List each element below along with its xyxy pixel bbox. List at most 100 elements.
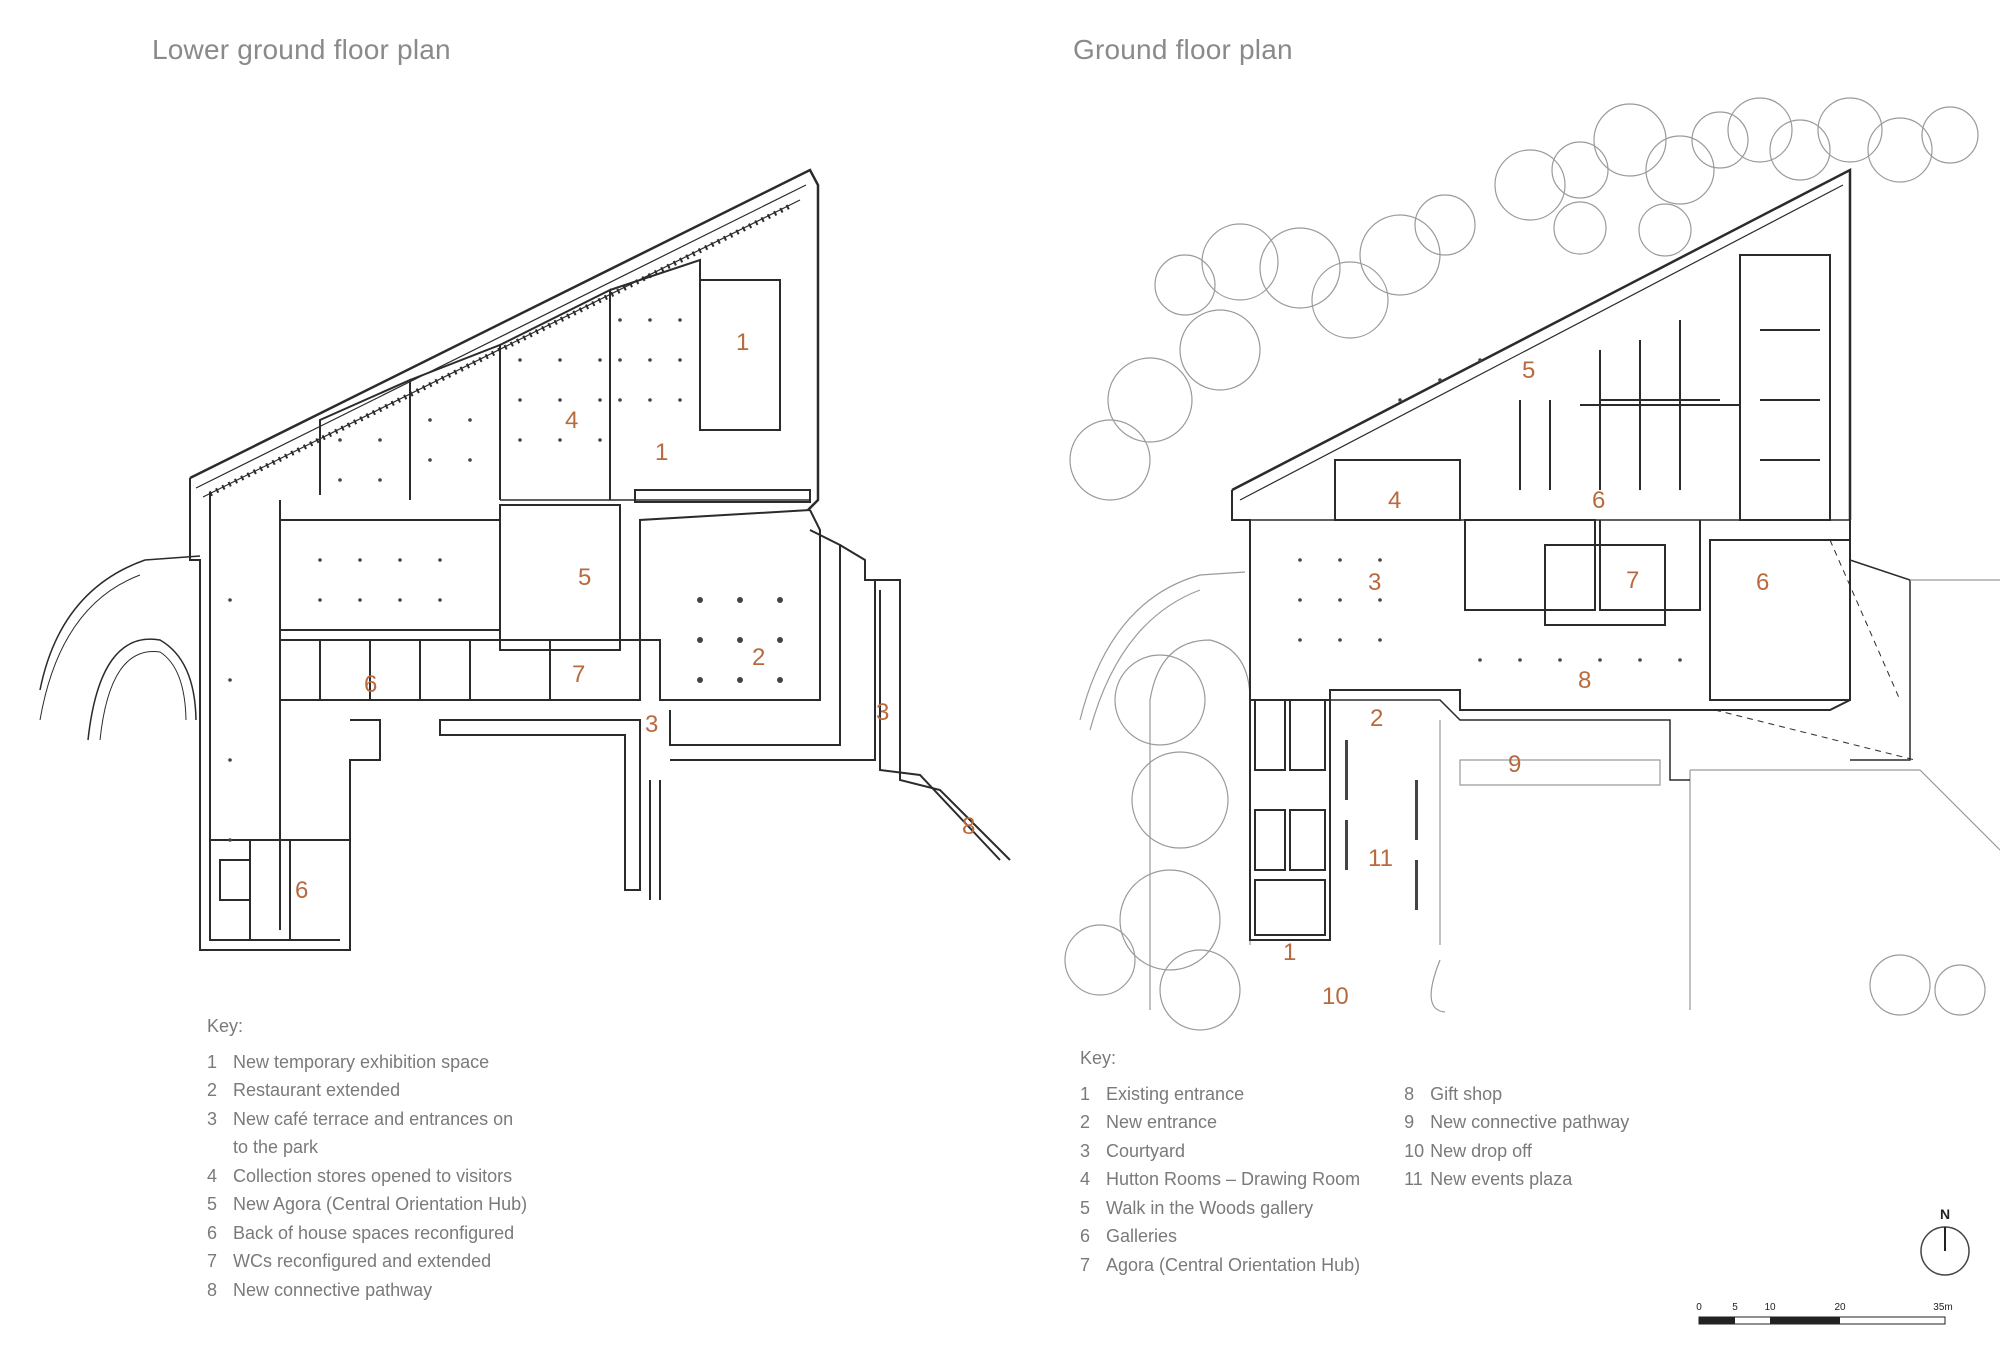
ground-plan-building bbox=[1231, 167, 2000, 945]
key-item-text: Agora (Central Orientation Hub) bbox=[1106, 1254, 1361, 1275]
lower-plan-key: Key: 1 New temporary exhibition space 2 Res… bbox=[207, 1012, 527, 1304]
key-item: 5 Walk in the Woods gallery bbox=[1080, 1194, 1360, 1223]
ground-label: 7 bbox=[1626, 567, 1639, 594]
scale-tick: 10 bbox=[1764, 1302, 1776, 1313]
key-item: 7 WCs reconfigured and extended bbox=[207, 1247, 527, 1276]
north-label: N bbox=[1940, 1206, 1950, 1222]
key-item-text: New Agora (Central Orientation Hub) bbox=[233, 1194, 528, 1214]
ground-label: 5 bbox=[1522, 357, 1535, 384]
key-item-text: Back of house spaces reconfigured bbox=[233, 1222, 515, 1243]
lower-ground-plan bbox=[39, 168, 1011, 951]
key-item: to the park bbox=[207, 1133, 527, 1162]
ground-label: 3 bbox=[1368, 569, 1381, 596]
lower-label: 1 bbox=[655, 439, 668, 466]
key-item-number: 7 bbox=[1080, 1254, 1091, 1275]
key-item-number: 3 bbox=[1080, 1140, 1091, 1161]
lower-label: 3 bbox=[876, 699, 889, 726]
key-title: Key: bbox=[207, 1016, 244, 1036]
key-item-number: 2 bbox=[207, 1080, 218, 1100]
key-item-number: 6 bbox=[1080, 1226, 1091, 1246]
lower-label: 5 bbox=[578, 564, 591, 591]
key-item-number: 2 bbox=[1080, 1112, 1091, 1132]
key-item-number bbox=[207, 1133, 233, 1162]
key-item: 1 New temporary exhibition space bbox=[207, 1048, 527, 1077]
key-item: 7 Agora (Central Orientation Hub) bbox=[1080, 1251, 1360, 1280]
key-item: 8 New connective pathway bbox=[207, 1276, 527, 1305]
scale-tick: 20 bbox=[1834, 1302, 1846, 1313]
key-item-text: Existing entrance bbox=[1106, 1083, 1245, 1104]
ground-label: 4 bbox=[1388, 487, 1401, 514]
lower-label: 7 bbox=[572, 661, 585, 688]
key-item-number: 4 bbox=[207, 1165, 218, 1186]
key-item-number: 10 bbox=[1404, 1140, 1425, 1161]
ground-label: 9 bbox=[1508, 751, 1521, 778]
lower-label: 6 bbox=[295, 877, 308, 904]
key-item-text: Walk in the Woods gallery bbox=[1106, 1197, 1314, 1218]
lower-label: 6 bbox=[364, 671, 377, 698]
ground-label: 6 bbox=[1756, 569, 1769, 596]
key-item: 8 Gift shop bbox=[1404, 1080, 1629, 1109]
lower-label: 2 bbox=[752, 644, 765, 671]
key-item-text: New connective pathway bbox=[1430, 1112, 1630, 1132]
key-item-text: to the park bbox=[233, 1137, 319, 1157]
key-item-text: Gift shop bbox=[1430, 1083, 1503, 1104]
key-item-number: 5 bbox=[1080, 1197, 1091, 1218]
key-item: 2 New entrance bbox=[1080, 1108, 1360, 1137]
ground-plan-labels: 5 4 6 3 7 6 8 2 9 11 1 10 bbox=[1283, 357, 1769, 1010]
key-item: 6 Galleries bbox=[1080, 1222, 1360, 1251]
ground-label: 10 bbox=[1322, 983, 1349, 1010]
key-item-text: Galleries bbox=[1106, 1226, 1178, 1246]
key-item-text: New temporary exhibition space bbox=[233, 1051, 490, 1072]
key-item: 3 New café terrace and entrances on bbox=[207, 1105, 527, 1134]
lower-key-list: 1 New temporary exhibition space 2 Restaura… bbox=[207, 1048, 527, 1305]
lower-label: 1 bbox=[736, 329, 749, 356]
key-item-text: New drop off bbox=[1430, 1140, 1532, 1161]
key-item-number: 3 bbox=[207, 1108, 218, 1129]
key-item-number: 1 bbox=[207, 1051, 218, 1072]
ground-label: 11 bbox=[1368, 845, 1393, 872]
ground-plan-trees bbox=[1064, 97, 2000, 1031]
lower-label: 4 bbox=[565, 407, 578, 434]
scale-tick: 35m bbox=[1933, 1302, 1952, 1313]
ground-label: 6 bbox=[1592, 487, 1605, 514]
key-item-number: 8 bbox=[1404, 1083, 1415, 1104]
key-item-number: 11 bbox=[1404, 1169, 1423, 1189]
scale-tick: 5 bbox=[1732, 1302, 1738, 1313]
key-item-text: New events plaza bbox=[1430, 1169, 1573, 1189]
key-title: Key: bbox=[1080, 1048, 1117, 1068]
key-item: 5 New Agora (Central Orientation Hub) bbox=[207, 1190, 527, 1219]
lower-label: 3 bbox=[645, 711, 658, 738]
key-item-text: Hutton Rooms – Drawing Room bbox=[1106, 1169, 1361, 1189]
key-item: 11 New events plaza bbox=[1404, 1165, 1629, 1194]
key-item-text: New connective pathway bbox=[233, 1279, 433, 1300]
key-item-number: 8 bbox=[207, 1279, 218, 1300]
key-item: 4 Collection stores opened to visitors bbox=[207, 1162, 527, 1191]
key-item-number: 9 bbox=[1404, 1112, 1415, 1132]
key-item-number: 4 bbox=[1080, 1169, 1091, 1189]
ground-plan-title: Ground floor plan bbox=[1073, 34, 1293, 65]
key-item: 2 Restaurant extended bbox=[207, 1076, 527, 1105]
key-item-text: New café terrace and entrances on bbox=[233, 1108, 514, 1129]
key-item-text: WCs reconfigured and extended bbox=[233, 1251, 492, 1271]
lower-plan-labels: 1 1 4 5 2 6 7 3 3 8 6 bbox=[295, 329, 975, 904]
ground-label: 2 bbox=[1370, 705, 1383, 732]
scale-bar: 0 5 10 20 35m bbox=[1696, 1302, 1953, 1325]
ground-label: 1 bbox=[1283, 939, 1296, 966]
key-item-number: 5 bbox=[207, 1194, 218, 1214]
key-item: 4 Hutton Rooms – Drawing Room bbox=[1080, 1165, 1360, 1194]
lower-plan-title: Lower ground floor plan bbox=[152, 34, 451, 65]
key-item: 9 New connective pathway bbox=[1404, 1108, 1629, 1137]
key-item: 6 Back of house spaces reconfigured bbox=[207, 1219, 527, 1248]
ground-label: 8 bbox=[1578, 667, 1591, 694]
key-item-number: 6 bbox=[207, 1222, 218, 1243]
key-item-text: Collection stores opened to visitors bbox=[233, 1165, 513, 1186]
scale-tick: 0 bbox=[1696, 1302, 1702, 1313]
key-item-text: Restaurant extended bbox=[233, 1080, 401, 1100]
key-item-number: 7 bbox=[207, 1251, 218, 1271]
key-item-text: New entrance bbox=[1106, 1112, 1218, 1132]
